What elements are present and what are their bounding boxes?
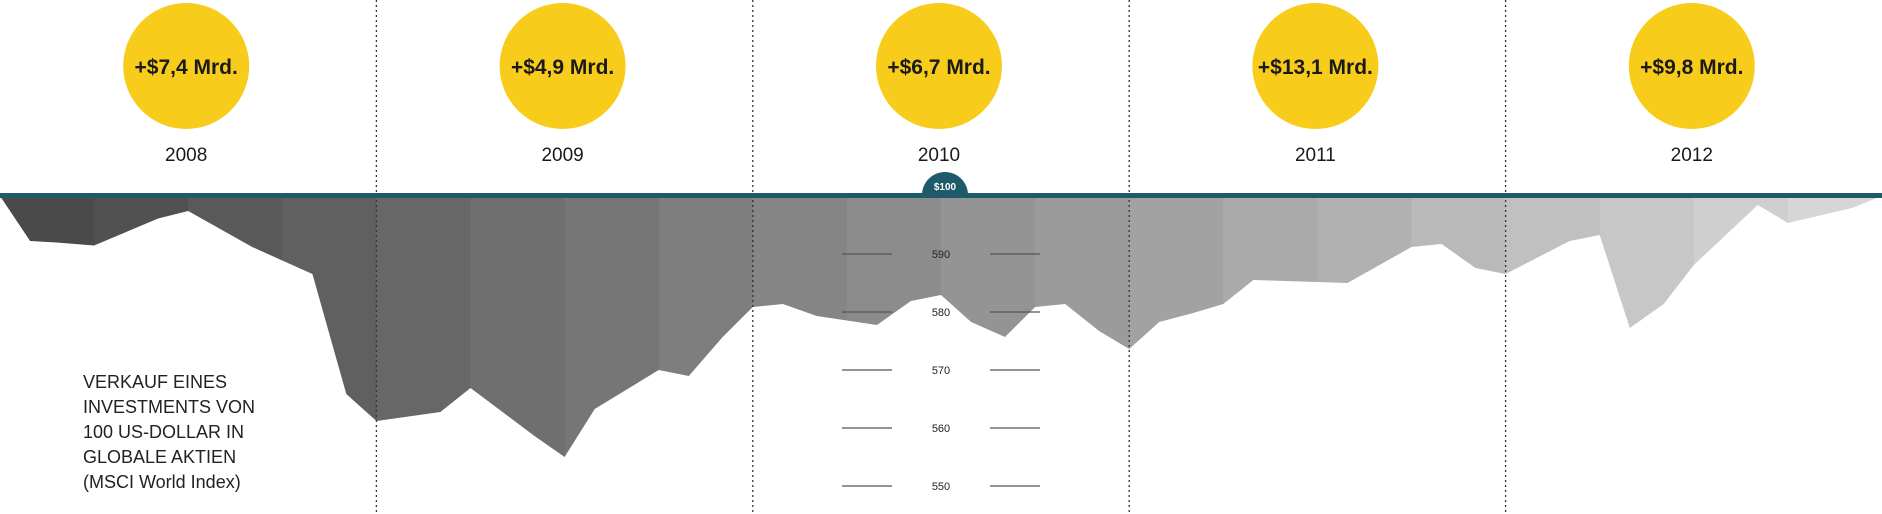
year-value-bubble [1628,3,1755,129]
chart-caption: VERKAUF EINES INVESTMENTS VON 100 US-DOL… [83,370,313,495]
area-band [470,196,566,457]
area-band [941,196,1036,457]
year-label: 2008 [165,145,207,166]
year-value-label: +$7,4 Mrd. [135,56,238,79]
area-band [1787,196,1882,457]
year-label: 2012 [1671,145,1713,166]
year-value-label: +$9,8 Mrd. [1640,56,1743,79]
area-band [752,196,848,457]
scale-label: 550 [932,481,950,493]
caption-line: 100 US-DOLLAR IN [83,422,245,442]
year-value-label: +$13,1 Mrd. [1258,56,1373,79]
area-band [1411,196,1507,457]
area-band [376,196,472,457]
caption-line: GLOBALE AKTIEN [83,447,237,467]
caption-line: (MSCI World Index) [83,472,241,492]
baseline-badge [922,172,968,195]
area-band [564,196,660,457]
area-band [1223,196,1318,457]
scale-label: 560 [932,423,950,435]
area-band [846,196,942,457]
scale-label: 590 [932,249,950,261]
baseline [0,193,1882,198]
area-band [1317,196,1413,457]
year-label: 2010 [918,145,960,166]
area-band [1035,196,1130,457]
scale-label: 570 [932,365,950,377]
caption-line: INVESTMENTS VON [83,397,256,417]
caption-line: VERKAUF EINES [83,372,228,392]
area-band [0,196,95,457]
scale-label: 580 [932,307,950,319]
year-value-label: +$6,7 Mrd. [887,56,990,79]
year-value-bubble [1252,3,1379,129]
year-label: 2009 [541,145,583,166]
area-band [1505,196,1601,457]
year-value-bubble [876,3,1002,129]
area-band [658,196,754,457]
year-value-bubble [499,3,626,129]
baseline-badge-label: $100 [934,182,957,193]
year-value-label: +$4,9 Mrd. [511,56,614,79]
year-value-bubble [123,3,250,129]
area-band [1693,196,1789,457]
area-band [1129,196,1224,457]
year-label: 2011 [1295,145,1336,166]
area-band [1599,196,1695,457]
